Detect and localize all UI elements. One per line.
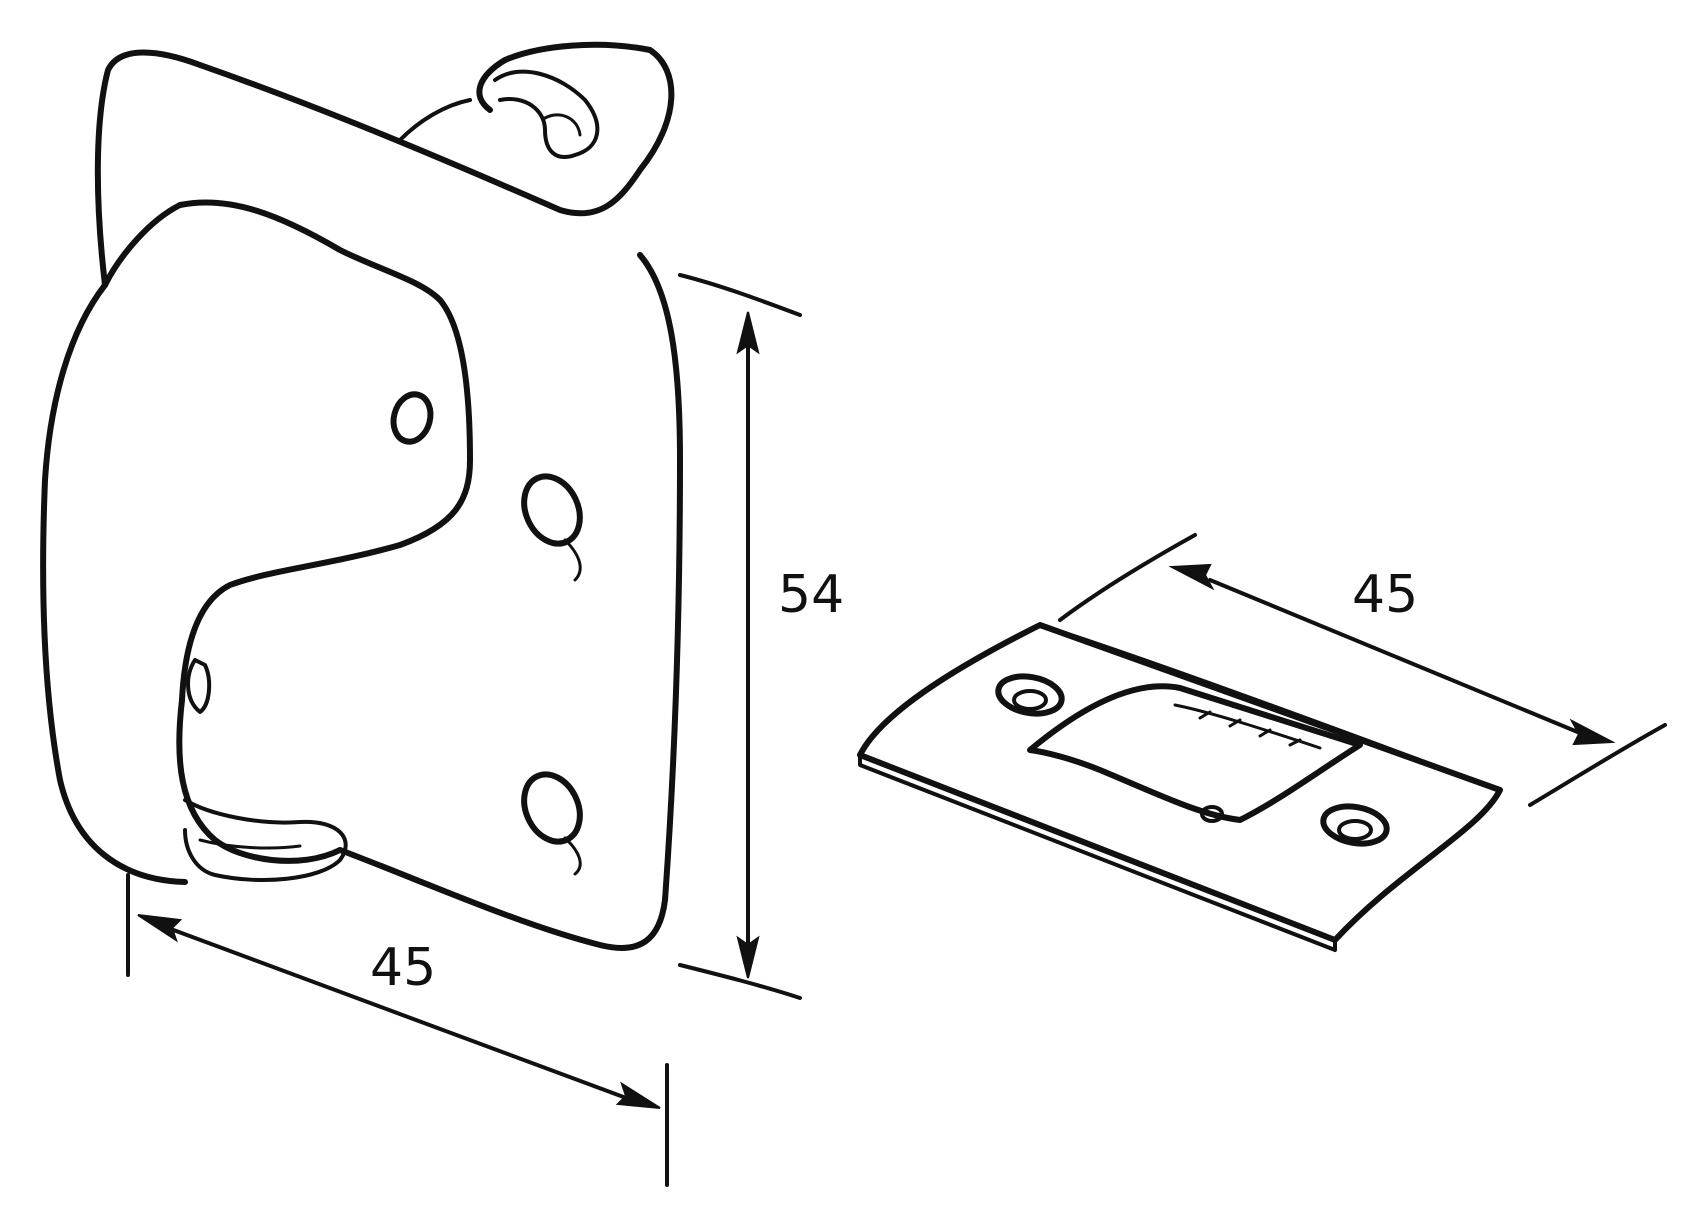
- height-dimension-label: 54: [778, 565, 844, 625]
- bracket-hole-1: [390, 391, 434, 445]
- bracket-bottom-lug-inner: [198, 838, 302, 850]
- height-arrow-top-icon: [736, 311, 760, 355]
- plate-width-arrow-left-icon: [1168, 563, 1215, 591]
- plate-hole-left: [995, 673, 1065, 717]
- bracket-hole-3: [521, 771, 583, 845]
- plate-slot-dimple: [1200, 805, 1224, 823]
- plate-hole-right-inner: [1337, 819, 1373, 841]
- plate-width-extension-left: [1058, 533, 1197, 622]
- plate-width-extension-right: [1528, 723, 1667, 807]
- plate-slot-outline: [1027, 683, 1363, 823]
- bracket-width-dimension-line: [158, 923, 647, 1107]
- bracket-side-notch: [186, 658, 212, 714]
- plate-width-arrow-right-icon: [1569, 718, 1616, 746]
- bracket-hook-ring: [493, 69, 600, 159]
- bracket-face-lower: [176, 697, 343, 864]
- strike-plate: [857, 622, 1503, 952]
- mounting-bracket: [40, 41, 683, 951]
- dimension-plate-width: 45: [1058, 533, 1667, 807]
- bracket-hole-3-shade: [563, 836, 582, 876]
- dimension-height: 54: [678, 273, 844, 1000]
- height-arrow-bottom-icon: [736, 935, 760, 979]
- bracket-front-face: [102, 202, 183, 288]
- plate-width-label: 45: [1352, 565, 1418, 625]
- bracket-face-right-edge: [337, 252, 683, 951]
- height-extension-top: [678, 273, 802, 317]
- bracket-top-hook: [94, 41, 675, 288]
- bracket-body-outline: [40, 282, 188, 885]
- bracket-bottom-lug: [183, 798, 348, 882]
- plate-hole-left-inner: [1012, 689, 1048, 711]
- bracket-hole-2-shade: [563, 538, 582, 582]
- bracket-face-top: [177, 199, 443, 303]
- height-extension-bottom: [678, 963, 802, 1000]
- bracket-face-step: [179, 297, 473, 703]
- bracket-hook-inner: [543, 113, 582, 137]
- plate-hole-right: [1320, 803, 1390, 847]
- plate-slot-teeth: [1198, 710, 1302, 747]
- plate-thickness: [858, 753, 1337, 952]
- bracket-hole-2: [521, 473, 583, 547]
- plate-top-edge: [1038, 623, 1502, 792]
- plate-width-dimension-line: [1208, 578, 1582, 735]
- bracket-hook-neck: [398, 98, 472, 142]
- bracket-width-label: 45: [370, 938, 436, 998]
- dimension-bracket-width: 45: [126, 873, 669, 1187]
- bracket-width-arrow-left-icon: [137, 914, 183, 943]
- bracket-width-arrow-right-icon: [615, 1081, 661, 1109]
